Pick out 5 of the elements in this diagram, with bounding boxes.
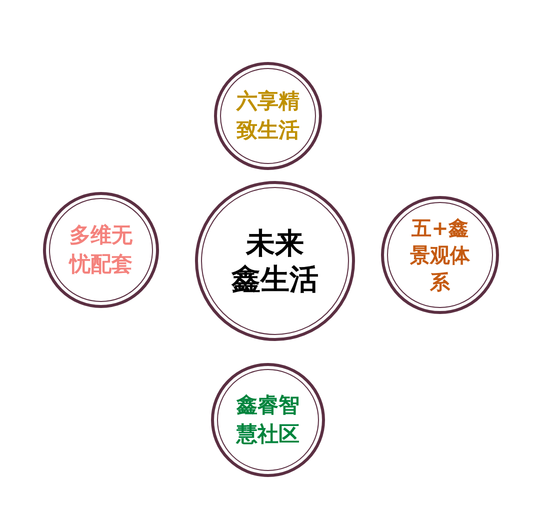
circle-label: 鑫睿智慧社区 xyxy=(236,392,300,448)
circle-label: 未来鑫生活 xyxy=(232,225,318,297)
circle-label: 多维无忧配套 xyxy=(70,222,132,278)
circle-label: 五+鑫景观体系 xyxy=(410,214,470,296)
circle-label: 六享精致生活 xyxy=(236,88,300,144)
